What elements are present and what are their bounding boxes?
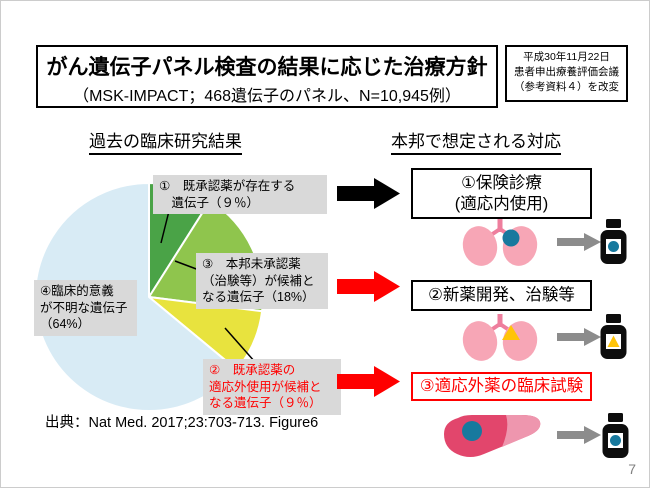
biomarker-circle-icon bbox=[608, 241, 619, 252]
slide-title: がん遺伝子パネル検査の結果に応じた治療方針 bbox=[46, 56, 488, 79]
source-citation: 出典：Nat Med. 2017;23:703-713. Figure6 bbox=[45, 415, 319, 431]
pie-label-unknown-significance: ④臨床的意義 が不明な遺伝子 （64%） bbox=[34, 280, 137, 336]
medicine-bottle-icon bbox=[602, 413, 629, 458]
slide-subtitle: （MSK-IMPACT；468遺伝子のパネル、N=10,945例） bbox=[73, 88, 461, 105]
response-box-offlabel-trial: ③適応外薬の臨床試験 bbox=[411, 372, 592, 401]
flow-arrow-red-icon bbox=[337, 271, 400, 302]
biomarker-triangle-icon bbox=[502, 325, 520, 340]
title-box: がん遺伝子パネル検査の結果に応じた治療方針 （MSK-IMPACT；468遺伝子… bbox=[36, 45, 498, 108]
biomarker-circle-icon bbox=[502, 229, 520, 247]
lungs-icon bbox=[462, 314, 538, 361]
biomarker-triangle-icon bbox=[607, 335, 620, 347]
medicine-bottle-icon bbox=[600, 219, 627, 264]
pie-label-offlabel-drug: ② 既承認薬の 適応外使用が候補と なる遺伝子（９％） bbox=[203, 359, 341, 415]
arrow-right-icon bbox=[557, 233, 601, 251]
pie-label-approved-drug: ① 既承認薬が存在する 遺伝子（９％） bbox=[153, 175, 327, 214]
lungs-icon bbox=[462, 219, 538, 266]
pie-label-unapproved-drug: ③ 本邦未承認薬 （治験等）が候補と なる遺伝子（18%） bbox=[196, 253, 328, 309]
connector-line-slice2 bbox=[224, 327, 256, 363]
flow-arrow-red-icon bbox=[337, 366, 400, 397]
arrow-right-icon bbox=[557, 426, 601, 444]
section-header-japan-response: 本邦で想定される対応 bbox=[391, 127, 561, 155]
section-header-past-results: 過去の臨床研究結果 bbox=[89, 127, 242, 155]
response-box-new-drug: ②新薬開発、治験等 bbox=[411, 280, 592, 311]
flow-arrow-black-icon bbox=[337, 178, 400, 209]
response-box-insurance: ①保険診療 (適応内使用) bbox=[411, 168, 592, 219]
reference-note: 平成30年11月22日 患者申出療養評価会議 （参考資料４）を改変 bbox=[505, 45, 628, 102]
arrow-right-icon bbox=[557, 328, 601, 346]
liver-icon bbox=[444, 415, 541, 457]
connector-line-slice3 bbox=[174, 260, 200, 271]
biomarker-circle-icon bbox=[610, 435, 621, 446]
medicine-bottle-icon bbox=[600, 314, 627, 359]
biomarker-circle-icon bbox=[462, 421, 482, 441]
connector-line-slice1 bbox=[160, 210, 170, 244]
page-number: 7 bbox=[628, 461, 636, 477]
